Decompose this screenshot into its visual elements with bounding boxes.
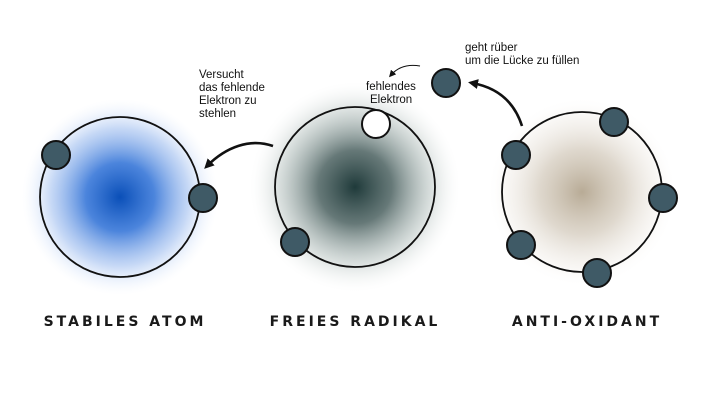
donate-text-line: geht rüber <box>465 42 518 54</box>
antioxidant-label: ANTI-OXIDANT <box>512 314 662 330</box>
electron <box>41 140 71 170</box>
free-radical <box>250 82 460 292</box>
electron <box>648 183 678 213</box>
missing-text-line: fehlendes <box>366 81 416 93</box>
missing-electron-gap <box>361 109 391 139</box>
electron <box>280 227 310 257</box>
missing-electron-annotation: fehlendes Elektron <box>366 81 416 106</box>
donate-arrow <box>468 79 524 127</box>
stable-atom-glow <box>22 99 218 295</box>
missing-electron-arrow <box>389 64 421 78</box>
steal-annotation: Versucht das fehlende Elektron zu stehle… <box>199 69 265 120</box>
steal-text-line: Elektron zu <box>199 95 257 107</box>
donate-text-line: um die Lücke zu füllen <box>465 55 579 67</box>
electron <box>599 107 629 137</box>
electron <box>582 258 612 288</box>
electron <box>501 140 531 170</box>
free-radical-glow <box>250 82 460 292</box>
electron <box>188 183 218 213</box>
free-radical-label: FREIES RADIKAL <box>270 314 441 330</box>
missing-text-line: Elektron <box>370 94 412 106</box>
donated-electron <box>431 68 461 98</box>
steal-text-line: Versucht <box>199 69 245 81</box>
electron <box>506 230 536 260</box>
antioxidant <box>487 97 678 288</box>
steal-arrow <box>204 141 274 169</box>
free-radical-orbit <box>274 106 436 268</box>
donate-annotation: geht rüber um die Lücke zu füllen <box>465 42 579 67</box>
stable-atom <box>22 99 218 295</box>
stable-atom-label: STABILES ATOM <box>44 314 207 330</box>
steal-text-line: das fehlende <box>199 82 265 94</box>
steal-text-line: stehlen <box>199 108 236 120</box>
